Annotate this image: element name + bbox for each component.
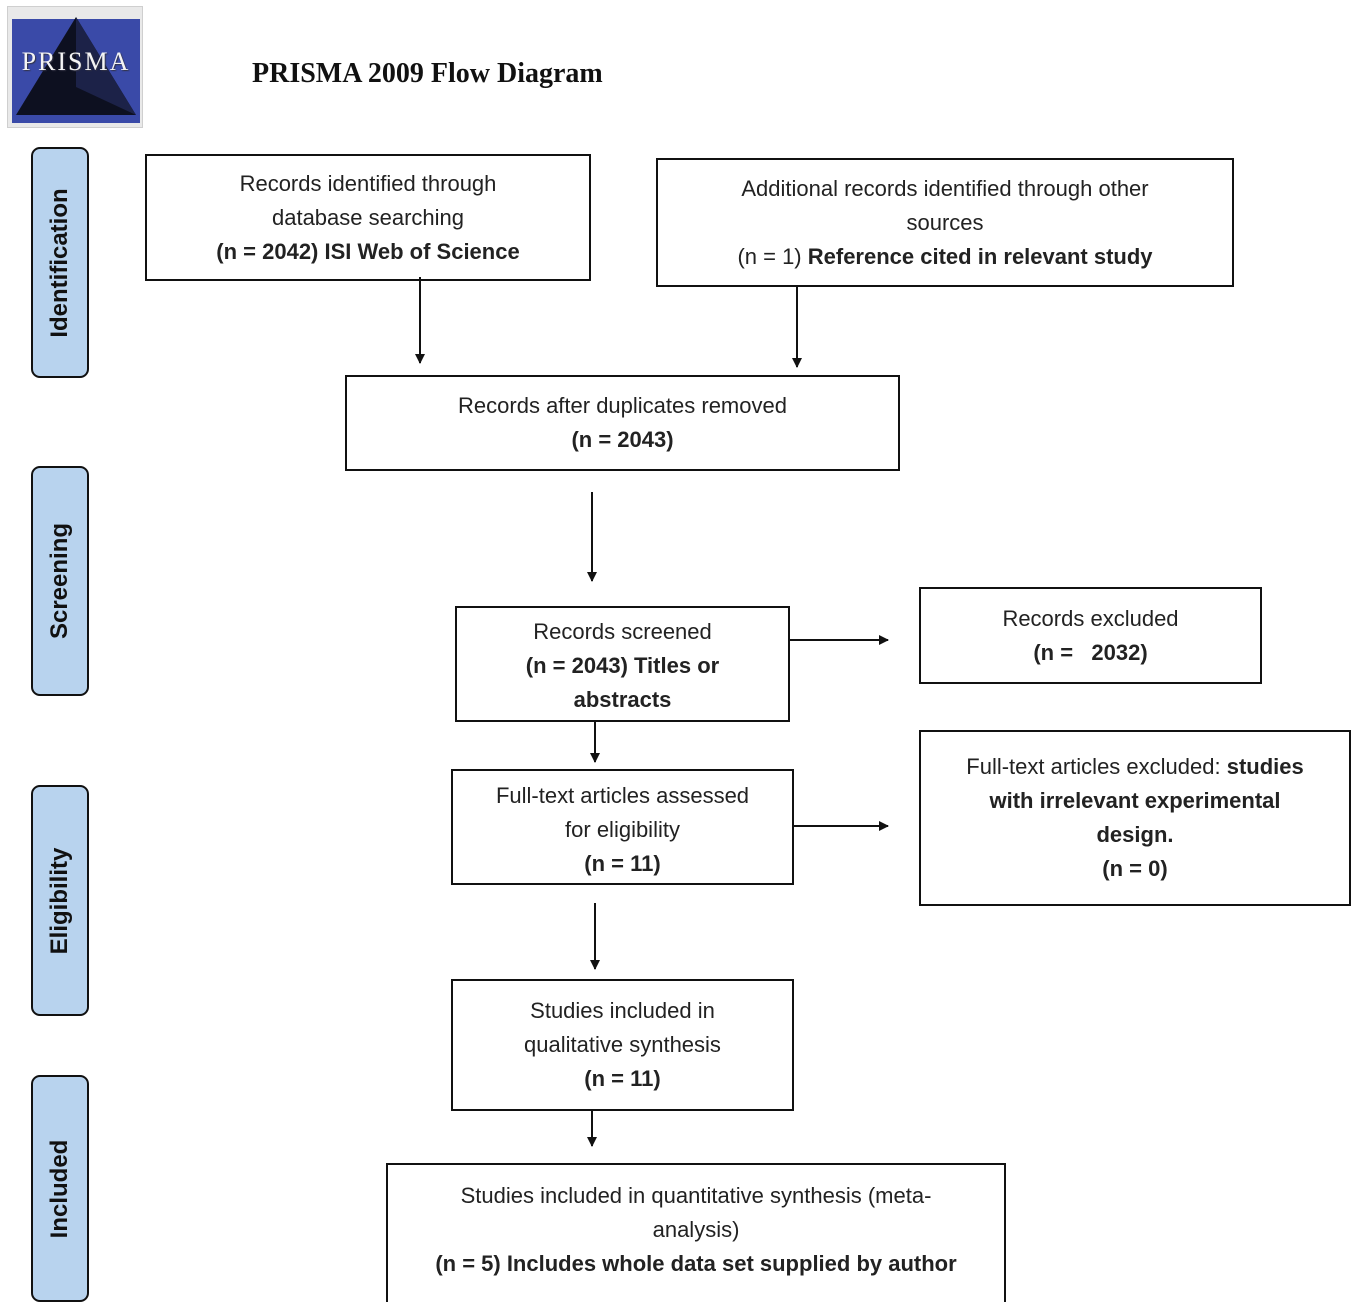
prisma-logo-graphic	[12, 17, 140, 123]
excluded-line1: Records excluded	[1002, 605, 1179, 631]
fulltext-excluded-count: (n = 0)	[1102, 856, 1168, 881]
other-sources-line2: sources	[906, 209, 984, 235]
screened-count: (n = 2043) Titles or	[525, 653, 720, 678]
fulltext-excluded-line1-bold: studies	[1226, 754, 1304, 779]
box-other-sources: Additional records identified through ot…	[656, 158, 1234, 287]
fulltext-excluded-line3: design.	[1096, 822, 1174, 847]
stage-eligibility: Eligibility	[31, 785, 89, 1016]
qualitative-count: (n = 11)	[584, 1066, 661, 1091]
qualitative-line1: Studies included in	[530, 998, 715, 1023]
prisma-logo: PRISMA	[7, 6, 143, 128]
db-search-line2: database searching	[271, 204, 465, 230]
box-records-screened: Records screened (n = 2043) Titles or ab…	[455, 606, 790, 722]
quantitative-line1: Studies included in quantitative synthes…	[460, 1183, 932, 1208]
prisma-logo-text: PRISMA	[21, 47, 131, 76]
box-fulltext-excluded: Full-text articles excluded: studies wit…	[919, 730, 1351, 906]
excluded-count: (n = 2032)	[1033, 639, 1148, 665]
db-search-line1: Records identified through	[239, 170, 497, 196]
fulltext-assessed-line2: for eligibility	[565, 817, 680, 842]
qualitative-line2: qualitative synthesis	[524, 1032, 721, 1057]
stage-screening: Screening	[31, 466, 89, 696]
after-duplicates-line1: Records after duplicates removed	[458, 393, 787, 418]
quantitative-line2: analysis)	[652, 1217, 740, 1242]
screened-line1: Records screened	[533, 619, 712, 644]
fulltext-excluded-line1: Full-text articles excluded:	[966, 754, 1227, 779]
quantitative-count: (n = 5) Includes whole data set supplied…	[435, 1251, 957, 1276]
box-quantitative-synthesis: Studies included in quantitative synthes…	[386, 1163, 1006, 1302]
other-sources-note: Reference cited in relevant study	[807, 243, 1153, 269]
box-qualitative-synthesis: Studies included in qualitative synthesi…	[451, 979, 794, 1111]
box-records-excluded: Records excluded (n = 2032)	[919, 587, 1262, 684]
box-fulltext-assessed: Full-text articles assessed for eligibil…	[451, 769, 794, 885]
other-sources-line1: Additional records identified through ot…	[741, 175, 1149, 201]
page-title: PRISMA 2009 Flow Diagram	[252, 58, 603, 89]
after-duplicates-count: (n = 2043)	[571, 427, 674, 452]
db-search-count: (n = 2042) ISI Web of Science	[216, 238, 520, 264]
fulltext-excluded-line2: with irrelevant experimental	[989, 788, 1281, 813]
stage-included: Included	[31, 1075, 89, 1302]
screened-note: abstracts	[573, 687, 672, 712]
stage-identification: Identification	[31, 147, 89, 378]
fulltext-assessed-line1: Full-text articles assessed	[495, 783, 750, 808]
box-after-duplicates: Records after duplicates removed (n = 20…	[345, 375, 900, 471]
box-database-search: Records identified through database sear…	[145, 154, 591, 281]
fulltext-assessed-count: (n = 11)	[584, 851, 661, 876]
other-sources-count: (n = 1)	[737, 243, 808, 269]
